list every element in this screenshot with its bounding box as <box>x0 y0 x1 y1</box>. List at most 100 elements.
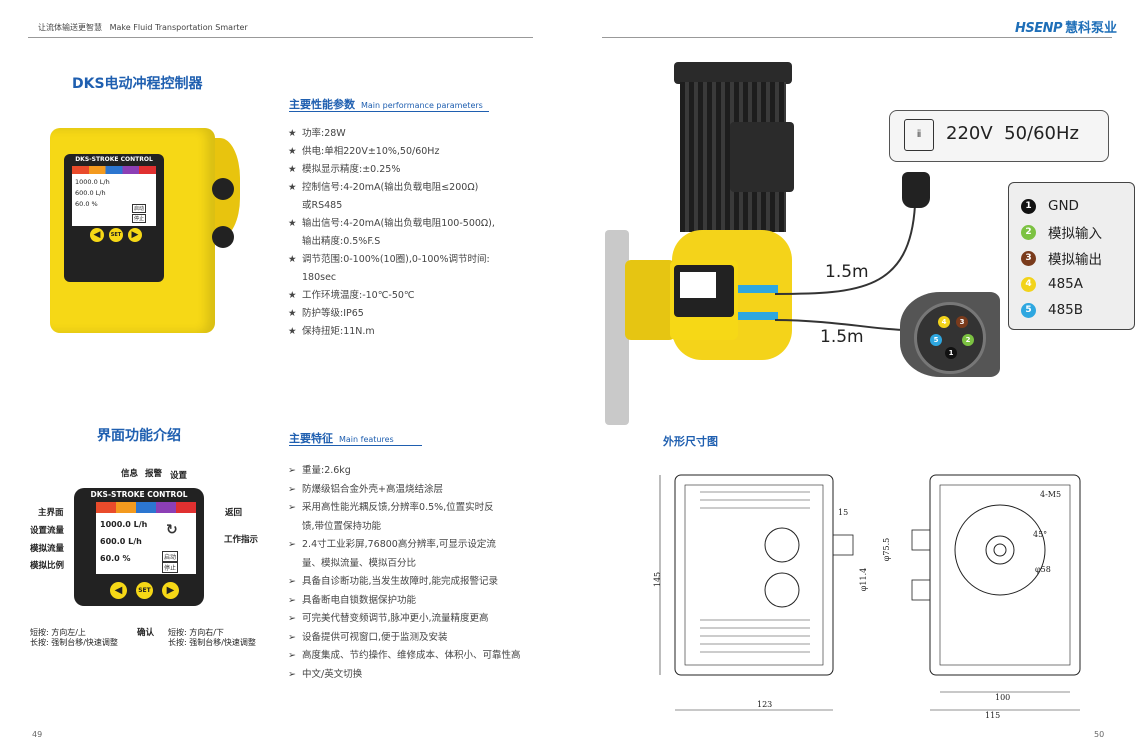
performance-item-text: 模拟显示精度:±0.25% <box>302 164 401 175</box>
brand-logo-cn: 慧科泵业 <box>1065 21 1118 36</box>
label-analog-ratio: 模拟比例 <box>30 561 65 571</box>
feature-item: 量、模拟流量、模拟百分比 <box>288 555 548 574</box>
pin-label: 485A <box>1048 276 1084 292</box>
feature-item-text: 馈,带位置保持功能 <box>302 520 382 532</box>
performance-item-bullet: ★ <box>288 326 297 337</box>
pin-number-badge: 3 <box>1021 250 1036 266</box>
feature-item-bullet: ➢ <box>288 631 296 643</box>
features-heading-cn: 主要特征 <box>289 432 333 445</box>
label-right-short: 短按: 方向右/下 <box>168 628 224 637</box>
feature-item-bullet: ➢ <box>288 576 296 587</box>
feature-item-text: 重量:2.6kg <box>302 465 351 476</box>
dim-75-5: φ75.5 <box>882 537 892 562</box>
header-slogan: 让流体输送更智慧 Make Fluid Transportation Smart… <box>38 23 248 32</box>
socket-icon: ⅱ <box>904 119 934 151</box>
performance-item: ★模拟显示精度:±0.25% <box>288 161 548 179</box>
feature-item-bullet: ➢ <box>288 483 296 495</box>
label-left-long: 长按: 强制台移/快速调整 <box>30 638 118 647</box>
interface-right-icon: ▶ <box>162 582 179 599</box>
feature-item-bullet: ➢ <box>288 465 296 476</box>
performance-item-bullet: ★ <box>288 308 297 319</box>
feature-item-text: 量、模拟流量、模拟百分比 <box>302 557 417 569</box>
pump-image <box>600 60 820 425</box>
controller-start-label: 启动 <box>132 204 147 213</box>
feature-item: ➢ 具备自诊断功能,当发生故障时,能完成报警记录 <box>288 573 548 592</box>
feature-item: ➢高度集成、节约操作、维修成本、体积小、可靠性高 <box>288 647 548 666</box>
dim-15: 15 <box>838 508 849 517</box>
connector-pin: 3 <box>956 316 968 328</box>
performance-item-text: 保持扭矩:11N.m <box>302 326 375 337</box>
pin-number-badge: 2 <box>1021 224 1036 240</box>
dimension-drawing <box>659 474 1081 711</box>
performance-item-bullet: ★ <box>288 182 297 193</box>
interface-reading-2: 600.0 L/h <box>100 537 142 546</box>
features-list: ➢ 重量:2.6kg ➢ 防爆级铝合金外壳+高温烧结涂层 ➢ 采用高性能光耦反馈,分辨率0… <box>288 462 548 684</box>
feature-item-bullet: ➢ <box>288 502 296 513</box>
performance-item-text: 控制信号:4-20mA(输出负载电阻≤200Ω) <box>302 182 479 193</box>
label-set-flow: 设置流量 <box>30 526 65 536</box>
performance-list: ★功率:28W★供电:单相220V±10%,50/60Hz★模拟显示精度:±0.… <box>288 125 548 341</box>
performance-item-text: 供电:单相220V±10%,50/60Hz <box>302 146 440 157</box>
performance-item: ★输出信号:4-20mA(输出负载电阻100-500Ω), <box>288 215 548 233</box>
features-underline <box>289 445 422 446</box>
work-indicator-icon: ↻ <box>166 522 178 538</box>
cable1-length: 1.5m <box>825 262 869 282</box>
feature-item-bullet: ➢ <box>288 594 296 606</box>
pin-number-badge: 4 <box>1021 276 1036 292</box>
brand-logo-en: HSENP <box>1015 21 1063 36</box>
dim-115: 115 <box>985 711 1001 720</box>
feature-item: ➢ 重量:2.6kg <box>288 462 548 481</box>
performance-underline <box>289 111 489 112</box>
feature-item-text: 具备自诊断功能,当发生故障时,能完成报警记录 <box>302 576 499 587</box>
performance-heading-en: Main performance parameters <box>361 101 483 110</box>
interface-reading-1: 1000.0 L/h <box>100 520 148 529</box>
feature-item-text: 防爆级铝合金外壳+高温烧结涂层 <box>302 483 443 495</box>
dim-58: φ58 <box>1035 565 1051 574</box>
interface-set-label: SET <box>136 582 153 599</box>
feature-item: ➢ 防爆级铝合金外壳+高温烧结涂层 <box>288 481 548 500</box>
cable2-length: 1.5m <box>820 327 864 347</box>
performance-item-text: 180sec <box>302 272 337 283</box>
label-alarm: 报警 <box>145 469 163 479</box>
dimension-title: 外形尺寸图 <box>663 435 718 448</box>
product-title: DKS电动冲程控制器 <box>72 76 203 92</box>
performance-heading-cn: 主要性能参数 <box>289 98 355 111</box>
performance-item-text: 功率:28W <box>302 128 346 139</box>
label-home: 主界面 <box>38 508 64 518</box>
pin-label: GND <box>1048 198 1079 214</box>
pin-label: 模拟输出 <box>1048 252 1102 268</box>
performance-item-bullet: ★ <box>288 146 297 157</box>
label-confirm: 确认 <box>137 628 155 638</box>
interface-start-label: 启动 <box>162 551 179 562</box>
label-settings: 设置 <box>170 471 188 481</box>
pin-legend-row: 3 模拟输出 <box>1021 245 1134 271</box>
controller-right-icon: ▶ <box>128 228 142 242</box>
header-divider-right <box>602 37 1112 38</box>
feature-item-bullet: ➢ <box>288 539 296 550</box>
page-number-right: 50 <box>1094 730 1105 739</box>
performance-item: ★防护等级:IP65 <box>288 305 548 323</box>
feature-item: ➢设备提供可视窗口,便于监测及安装 <box>288 629 548 648</box>
feature-item-bullet: ➢ <box>288 668 296 680</box>
pin-number-badge: 1 <box>1021 198 1036 214</box>
feature-item-bullet: ➢ <box>288 613 296 624</box>
power-plug-icon <box>902 172 930 208</box>
performance-item-bullet: ★ <box>288 218 297 229</box>
feature-item-text: 2.4寸工业彩屏,76800高分辨率,可显示设定流 <box>302 539 496 550</box>
controller-reading-2: 600.0 L/h <box>75 189 106 197</box>
controller-panel-label: DKS-STROKE CONTROL <box>75 156 153 163</box>
performance-item-bullet: ★ <box>288 128 297 139</box>
feature-item-text: 高度集成、节约操作、维修成本、体积小、可靠性高 <box>302 650 521 661</box>
feature-item-text: 可完美代替变频调节,脉冲更小,流量精度更高 <box>302 613 489 624</box>
feature-item: ➢中文/英文切换 <box>288 666 548 685</box>
interface-left-icon: ◀ <box>110 582 127 599</box>
dim-45deg: 45° <box>1033 530 1048 539</box>
power-spec-box: ⅱ 220V 50/60Hz <box>889 110 1109 162</box>
performance-item-text: 工作环境温度:-10℃-50℃ <box>302 290 415 301</box>
connector-pin: 1 <box>945 347 957 359</box>
feature-item-text: 采用高性能光耦反馈,分辨率0.5%,位置实时反 <box>302 502 494 513</box>
label-work-indicator: 工作指示 <box>224 535 259 545</box>
pin-legend-row: 1 GND <box>1021 193 1134 219</box>
